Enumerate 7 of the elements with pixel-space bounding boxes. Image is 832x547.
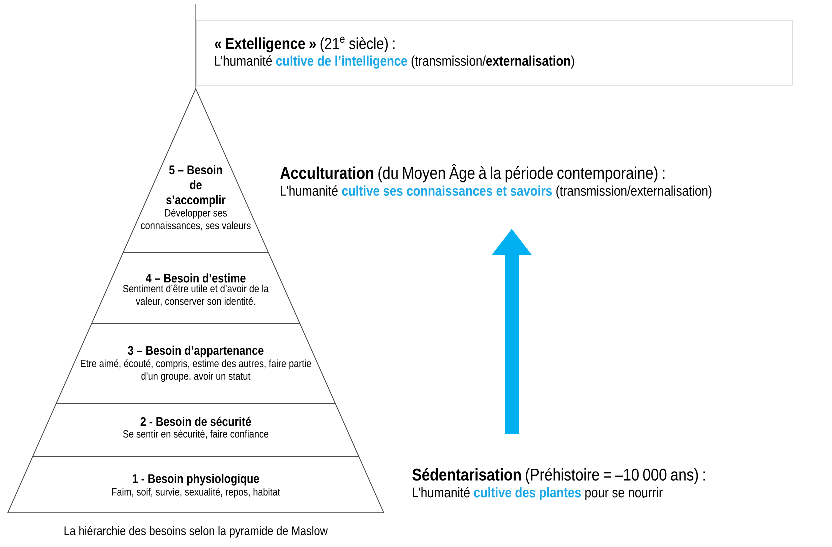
pyramid-level: 2 - Besoin de sécurité Se sentir en sécurité, faire confiance (32, 404, 360, 458)
era-text: Acculturation (du Moyen Âge à la période contemporaine) : L’humanité cultive ses connaissances et savoirs (transmission/externalisation) (280, 164, 712, 199)
pyramid-level: 3 – Besoin d’appartenance Etre aimé, écouté, compris, estime des autres, faire partie d’un groupe, avoir un statut (56, 324, 336, 404)
caption: La hiérarchie des besoins selon la pyramide de Maslow (64, 526, 328, 538)
era-box: « Extelligence » (21$^{e}$ siècle) : L’humanité cultive de l’intelligence (transmission/externalisation) (196, 20, 793, 86)
pyramid-level: 4 – Besoin d’estime Sentiment d’être utile et d’avoir de la valeur, conserver son identité. (91, 252, 301, 324)
era-text: Sédentarisation (Préhistoire = –10 000 ans) : L’humanité cultive des plantes pour se nourrir (412, 468, 706, 500)
